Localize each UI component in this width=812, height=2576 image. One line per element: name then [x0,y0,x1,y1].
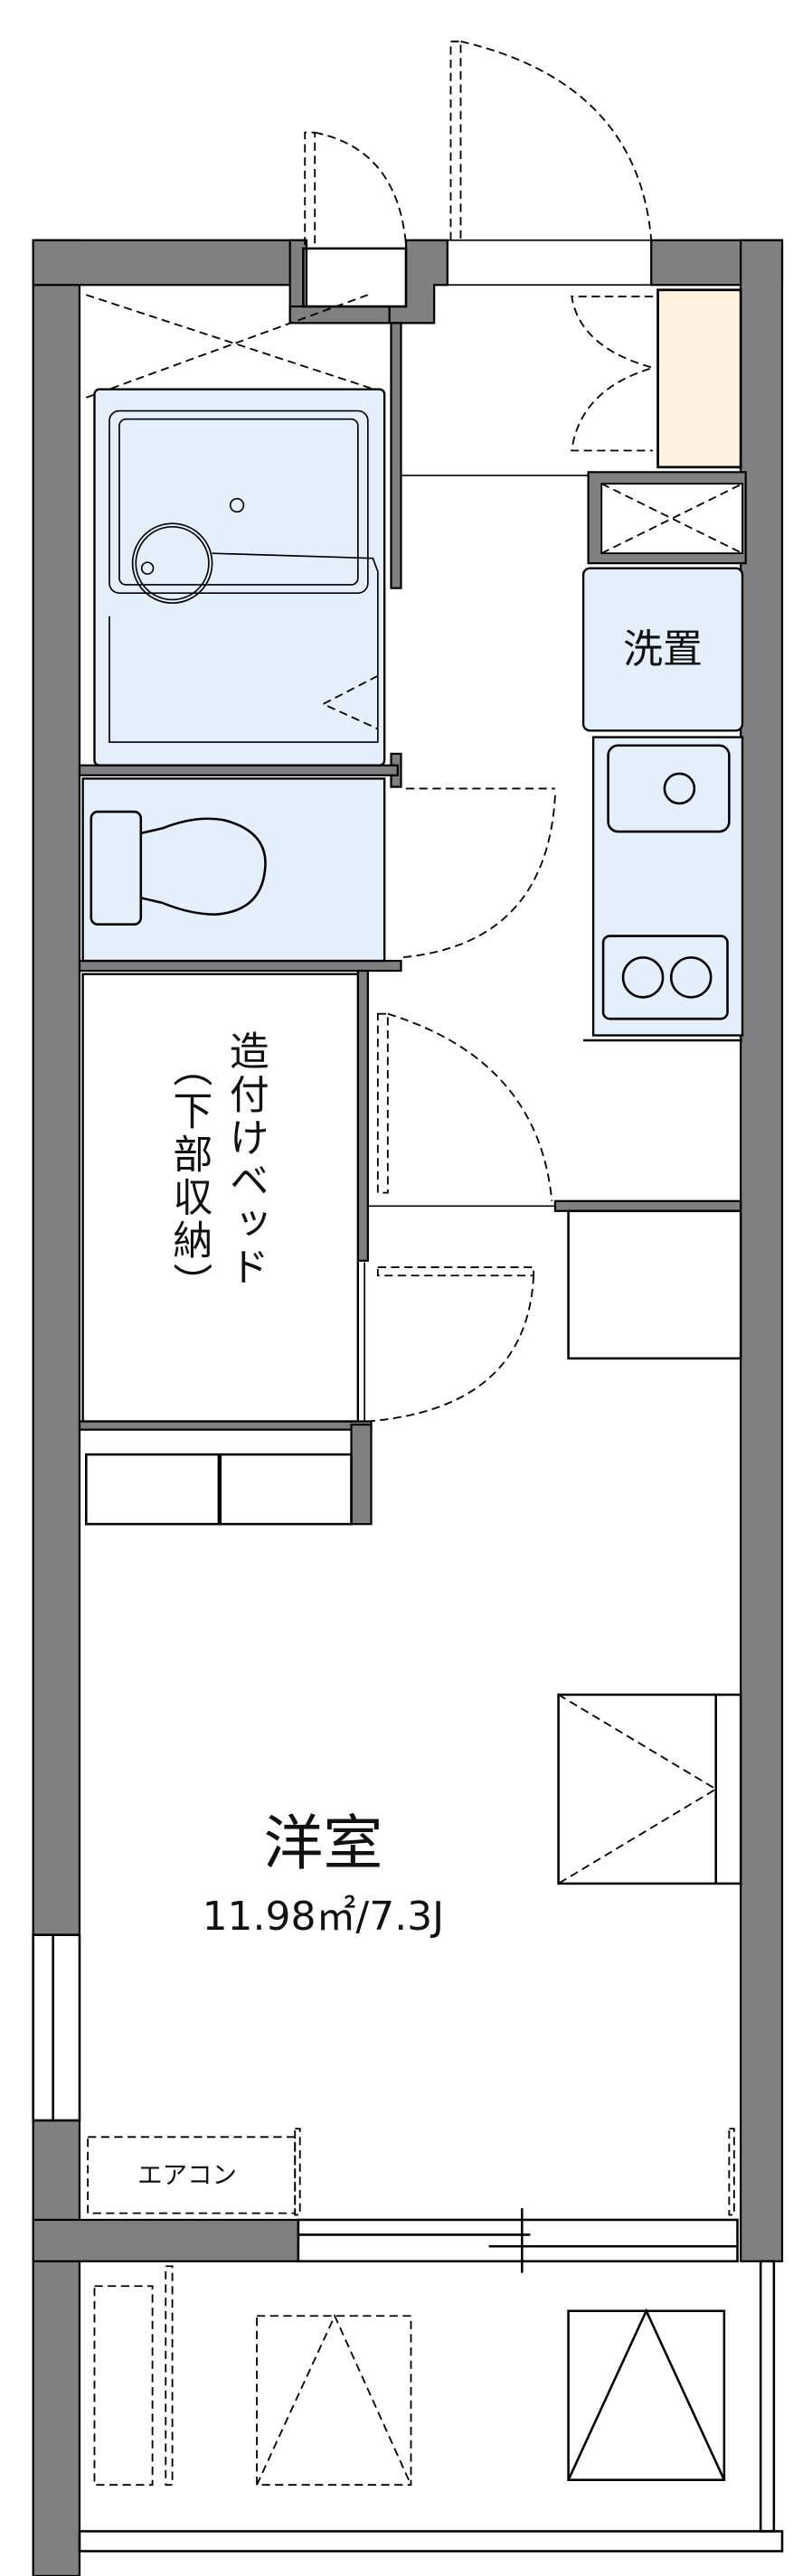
closet [85,1453,353,1526]
exterior-walls [32,239,784,2576]
storage-box [567,1209,742,1360]
entry-door-swing [449,40,653,240]
washer-space-label: 洗置 [623,626,703,672]
entry-threshold [446,239,653,287]
side-window [32,1933,81,2122]
partition-bath-toilet [78,764,399,776]
partition-closet [350,1424,373,1526]
room-area: 11.98㎡/7.3J [203,1894,445,1940]
partition-kitchen [553,1199,742,1212]
built-in-bed-sublabel: （下部収納） [165,1047,212,1305]
toilet [81,777,386,963]
washer-space[interactable]: 洗置 [581,567,744,732]
partition-bed [356,969,369,1262]
partition-toilet-bed [78,959,402,973]
shoe-cabinet [656,288,742,469]
built-in-bed: 造付けベッド （下部収納） [81,973,360,1423]
balcony [78,2260,784,2552]
fridge-space [587,471,747,565]
small-door-swing [304,131,407,246]
partition-bath [390,322,402,589]
shoe-cabinet-door-swing [571,296,656,452]
room-name: 洋室 [263,1809,382,1878]
kitchen-counter [583,736,744,1042]
kitchen-door-swing [376,1012,553,1201]
unit-bath [85,294,386,766]
room-door-swing [367,1266,535,1423]
partition-bed-bottom [78,1420,373,1431]
built-in-bed-label: 造付けベッド [222,1030,269,1289]
aircon-label: エアコン [137,2161,237,2190]
balcony-sliding-door[interactable] [297,2208,739,2273]
tv-stand [557,1693,742,1885]
aircon: エアコン [87,2128,301,2216]
top-window [302,247,408,308]
toilet-door-swing [401,787,556,959]
